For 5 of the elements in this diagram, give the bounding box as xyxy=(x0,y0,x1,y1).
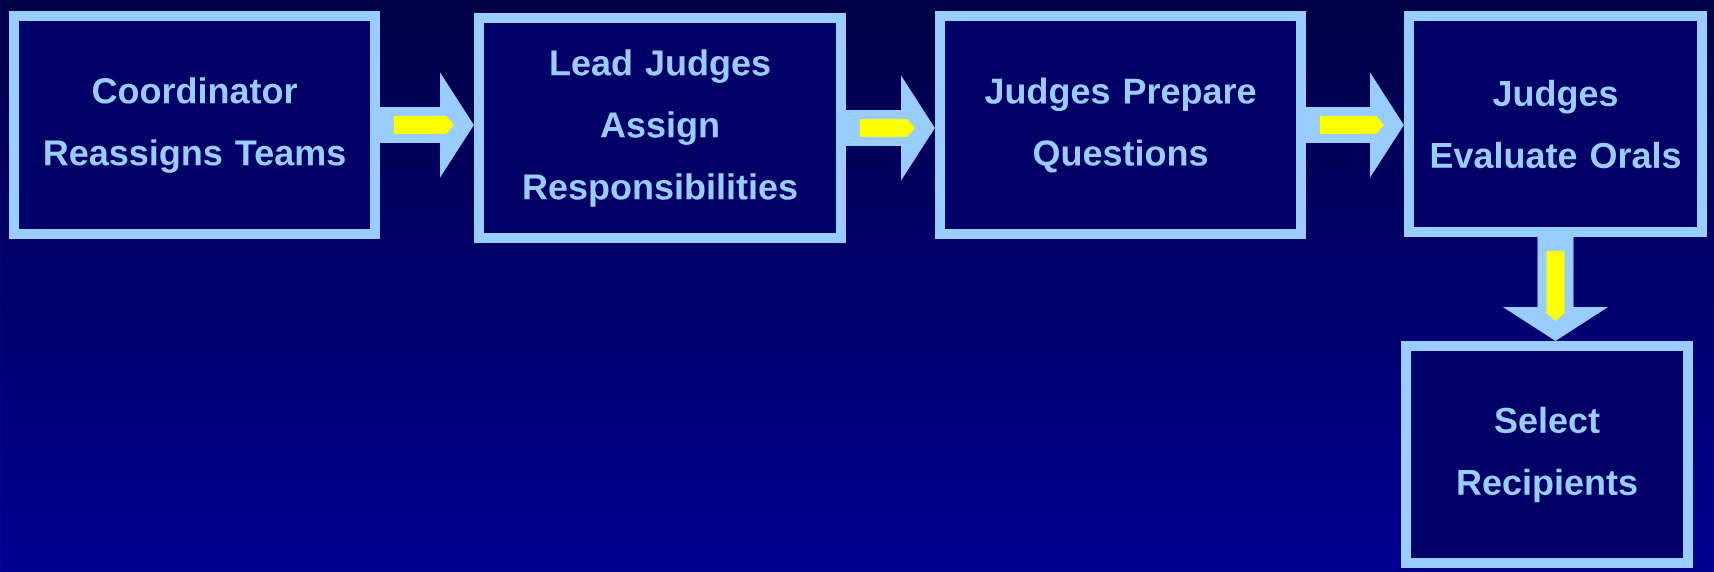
process-box: Lead Judges Assign Responsibilities xyxy=(474,13,846,243)
process-box: Judges Prepare Questions xyxy=(935,11,1306,239)
process-box: Judges Evaluate Orals xyxy=(1404,11,1707,237)
process-box: Select Recipients xyxy=(1401,341,1693,568)
process-box: Coordinator Reassigns Teams xyxy=(9,11,380,239)
